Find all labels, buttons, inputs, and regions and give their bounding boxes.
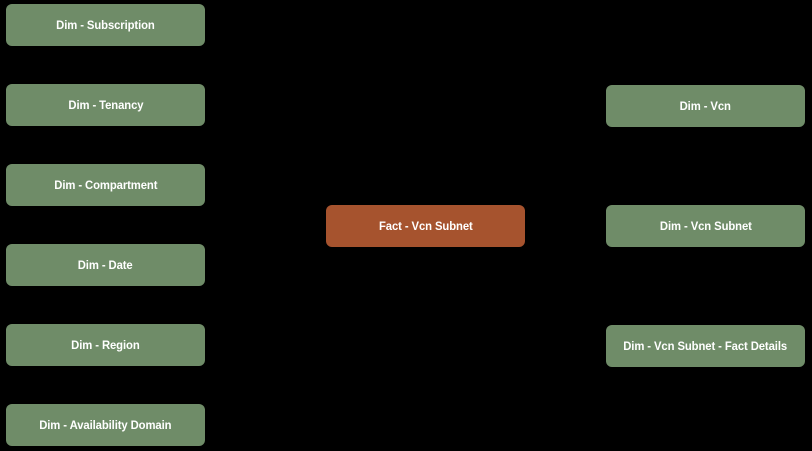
dimension-node-date[interactable]: Dim - Date: [6, 244, 205, 286]
dimension-node-tenancy[interactable]: Dim - Tenancy: [6, 84, 205, 126]
dimension-node-vcn-subnet-fact-details[interactable]: Dim - Vcn Subnet - Fact Details: [606, 325, 805, 367]
node-label: Dim - Vcn Subnet: [659, 219, 752, 233]
node-label: Fact - Vcn Subnet: [378, 219, 473, 233]
node-label: Dim - Availability Domain: [39, 418, 172, 432]
node-label: Dim - Date: [78, 258, 133, 272]
node-label: Dim - Vcn: [679, 99, 732, 113]
dimension-node-region[interactable]: Dim - Region: [6, 324, 205, 366]
dimension-node-compartment[interactable]: Dim - Compartment: [6, 164, 205, 206]
fact-node-vcn-subnet[interactable]: Fact - Vcn Subnet: [326, 205, 525, 247]
dimension-node-vcn[interactable]: Dim - Vcn: [606, 85, 805, 127]
dimension-node-subscription[interactable]: Dim - Subscription: [6, 4, 205, 46]
dimension-node-vcn-subnet[interactable]: Dim - Vcn Subnet: [606, 205, 805, 247]
node-label: Dim - Tenancy: [67, 98, 144, 112]
node-label: Dim - Compartment: [53, 178, 158, 192]
node-label: Dim - Subscription: [56, 18, 155, 32]
node-label: Dim - Region: [71, 338, 140, 352]
dimension-node-availability-domain[interactable]: Dim - Availability Domain: [6, 404, 205, 446]
node-label: Dim - Vcn Subnet - Fact Details: [623, 339, 788, 353]
